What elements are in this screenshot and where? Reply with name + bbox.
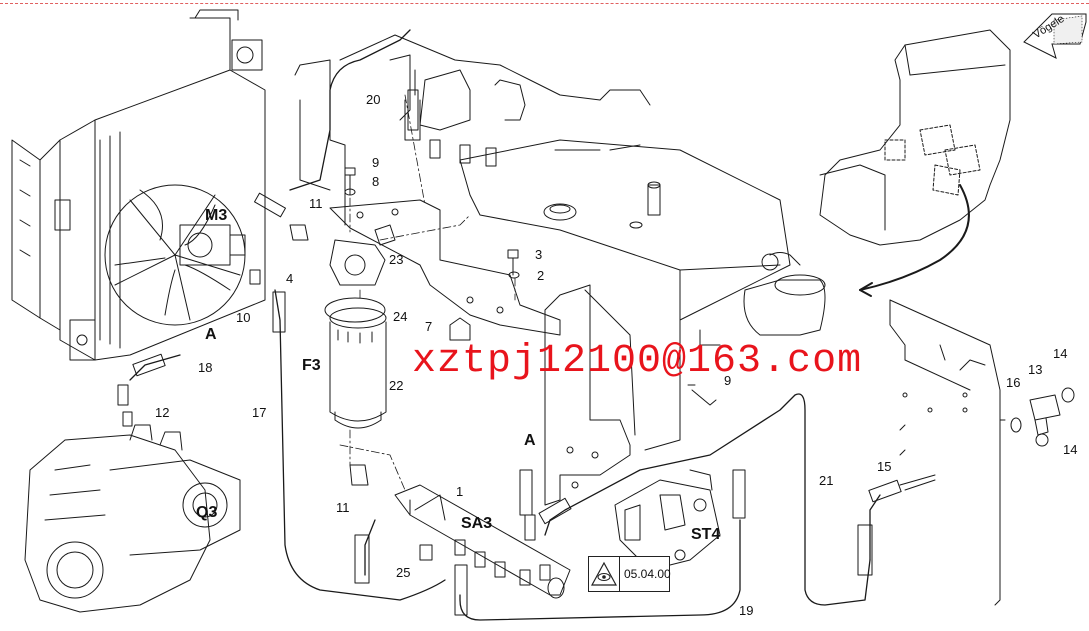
component-label-st4: ST4	[691, 526, 721, 543]
callout-9-lower: 9	[724, 373, 732, 388]
page-reference-box[interactable]: 05.04.00	[588, 556, 671, 592]
connection-label-a-bottom: A	[524, 432, 536, 449]
callout-25: 25	[396, 565, 411, 580]
hydraulic-pump-q3	[24, 424, 241, 613]
filter-head	[289, 224, 396, 486]
callout-4: 4	[286, 271, 294, 286]
connection-label-a-top: A	[205, 326, 217, 343]
callout-17: 17	[252, 405, 267, 420]
voegele-logo-arrow	[1023, 13, 1087, 59]
callout-24: 24	[393, 309, 408, 324]
component-label-m3: M3	[205, 207, 228, 224]
callout-11-upper: 11	[309, 196, 323, 211]
callout-9-upper: 9	[372, 155, 380, 170]
callout-7: 7	[425, 319, 433, 334]
hose-fittings	[117, 89, 936, 616]
cylinder-head-parts	[389, 54, 526, 167]
callout-2: 2	[537, 268, 545, 283]
callout-13: 13	[1028, 362, 1043, 377]
callout-23: 23	[389, 252, 404, 267]
mounting-plate	[544, 284, 636, 506]
bracket-7	[329, 199, 561, 341]
eye-icon	[589, 557, 620, 591]
engine-block	[294, 34, 826, 451]
filter-f3	[324, 297, 387, 429]
manifold-sa3	[394, 484, 571, 599]
callout-16: 16	[1006, 375, 1021, 390]
callout-15: 15	[877, 459, 892, 474]
callout-12: 12	[155, 405, 170, 420]
component-label-q3: Q3	[196, 504, 218, 521]
callout-1: 1	[456, 484, 464, 499]
callout-22: 22	[389, 378, 404, 393]
callout-20: 20	[366, 92, 381, 107]
component-label-sa3: SA3	[461, 515, 493, 532]
page-reference-code: 05.04.00	[624, 567, 671, 581]
fitting-set-13	[1010, 387, 1075, 447]
paver-overview	[819, 29, 1011, 297]
right-bracket-panel	[889, 299, 1006, 606]
callout-11-lower: 11	[336, 500, 350, 515]
watermark-text: xztpj12100@163.com	[412, 339, 863, 384]
callout-8: 8	[372, 174, 380, 189]
screws	[344, 167, 717, 561]
hoses	[129, 29, 881, 621]
component-label-f3: F3	[302, 357, 321, 374]
callout-14-upper: 14	[1053, 346, 1068, 361]
top-dashed-border	[0, 3, 1089, 4]
valve-block-st4	[614, 469, 721, 571]
callout-3: 3	[535, 247, 543, 262]
callout-19: 19	[739, 603, 754, 618]
callout-18: 18	[198, 360, 213, 375]
radiator-fan-assembly	[11, 9, 266, 361]
callout-21: 21	[819, 473, 834, 488]
callout-10: 10	[236, 310, 251, 325]
callout-14-lower: 14	[1063, 442, 1078, 457]
